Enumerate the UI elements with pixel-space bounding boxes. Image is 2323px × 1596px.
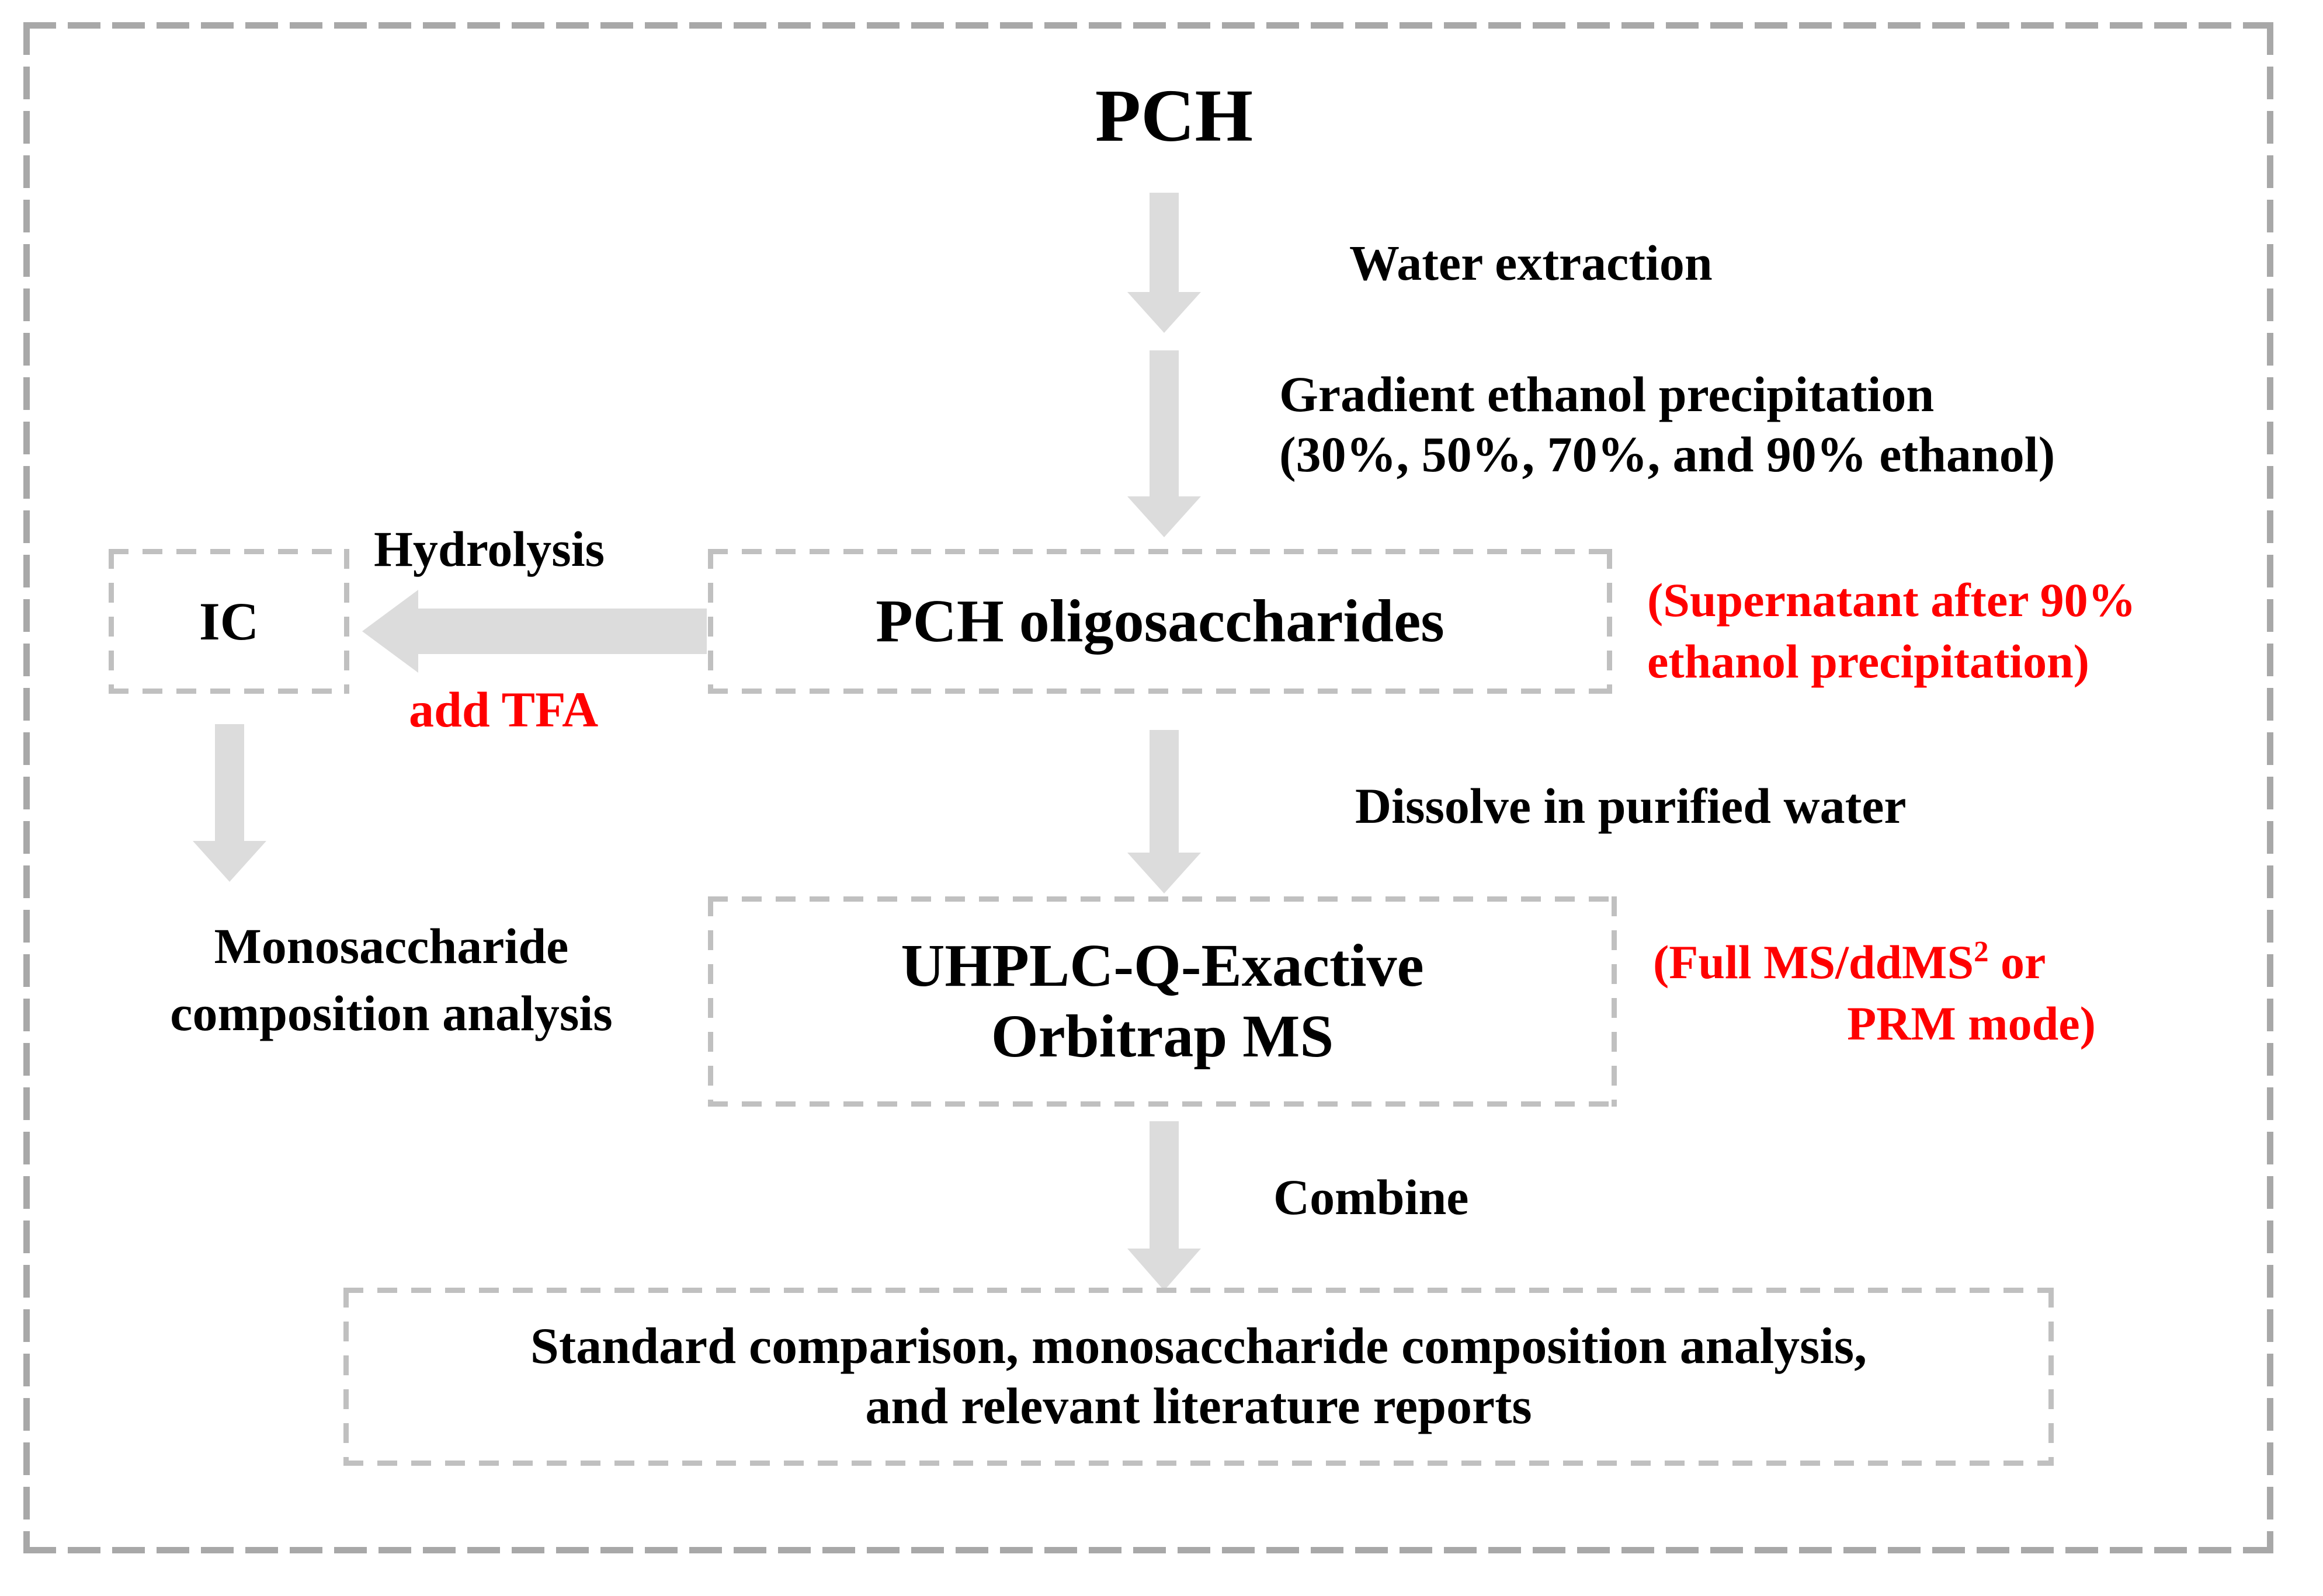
oligo-box-right-edge bbox=[1607, 549, 1612, 694]
instrument-box-right-edge bbox=[1612, 896, 1617, 1107]
instrument-box-bottom-edge bbox=[708, 1101, 1617, 1107]
edge-label-combine: Combine bbox=[1273, 1169, 1469, 1225]
edge-label-dissolve: Dissolve in purified water bbox=[1355, 778, 1907, 834]
conclusion-box-left-edge bbox=[343, 1288, 349, 1466]
conclusion-box-bottom-edge bbox=[343, 1461, 2054, 1466]
node-instrument-label-line1: UHPLC-Q-Exactive bbox=[901, 932, 1424, 1000]
oligo-box-bottom-edge bbox=[708, 689, 1612, 694]
outer-frame-left-edge bbox=[23, 22, 30, 1553]
ic-box-top-edge bbox=[109, 549, 349, 554]
outer-dashed-frame bbox=[23, 22, 2273, 1553]
ic-box-right-edge bbox=[344, 549, 349, 694]
node-conclusion-label-line1: Standard comparison, monosaccharide comp… bbox=[530, 1318, 1867, 1375]
ic-box-bottom-edge bbox=[109, 689, 349, 694]
edge-label-gradient-precipitation-line2: (30%, 50%, 70%, and 90% ethanol) bbox=[1279, 426, 2055, 482]
annotation-supernatant-line2: ethanol precipitation) bbox=[1647, 635, 2089, 688]
oligo-box-top-edge bbox=[708, 549, 1612, 554]
arrow-ic-to-monosaccharide bbox=[193, 724, 266, 882]
node-root-label: PCH bbox=[1095, 74, 1253, 157]
oligo-box-left-edge bbox=[708, 549, 713, 694]
node-monosaccharide-label-line2: composition analysis bbox=[170, 985, 613, 1041]
node-ic-label: IC bbox=[199, 591, 259, 651]
outer-frame-right-edge bbox=[2267, 22, 2273, 1553]
annotation-ms-mode-line1-pre: (Full MS/ddMS bbox=[1653, 936, 1974, 989]
conclusion-box-right-edge bbox=[2048, 1288, 2054, 1466]
node-instrument-box[interactable]: UHPLC-Q-Exactive Orbitrap MS bbox=[708, 896, 1617, 1107]
instrument-box-top-edge bbox=[708, 896, 1617, 902]
node-conclusion-box[interactable]: Standard comparison, monosaccharide comp… bbox=[343, 1288, 2054, 1466]
arrow-dissolve-in-water bbox=[1127, 730, 1201, 893]
node-instrument-label-line2: Orbitrap MS bbox=[991, 1003, 1334, 1070]
arrow-combine bbox=[1127, 1121, 1201, 1291]
annotation-ms-mode-superscript: 2 bbox=[1974, 935, 1989, 968]
annotation-ms-mode-line2: PRM mode) bbox=[1847, 997, 2096, 1050]
node-oligosaccharides-box[interactable]: PCH oligosaccharides bbox=[708, 549, 1612, 694]
outer-frame-top-edge bbox=[23, 22, 2273, 29]
edge-label-hydrolysis: Hydrolysis bbox=[374, 521, 605, 577]
outer-frame-bottom-edge bbox=[23, 1547, 2273, 1553]
annotation-supernatant-line1: (Supernatant after 90% bbox=[1647, 573, 2136, 627]
arrow-gradient-ethanol-precipitation bbox=[1127, 350, 1201, 537]
edge-label-water-extraction: Water extraction bbox=[1349, 235, 1713, 291]
ic-box-left-edge bbox=[109, 549, 114, 694]
edge-label-add-tfa: add TFA bbox=[409, 681, 599, 738]
annotation-ms-mode-line1-post: or bbox=[1988, 936, 2046, 989]
conclusion-box-top-edge bbox=[343, 1288, 2054, 1293]
arrow-hydrolysis bbox=[362, 590, 707, 673]
instrument-box-left-edge bbox=[708, 896, 713, 1107]
edge-label-gradient-precipitation-line1: Gradient ethanol precipitation bbox=[1279, 366, 1935, 422]
node-monosaccharide-label-line1: Monosaccharide bbox=[214, 918, 569, 974]
node-oligosaccharides-label: PCH oligosaccharides bbox=[876, 587, 1445, 655]
arrow-water-extraction bbox=[1127, 193, 1201, 333]
node-ic-box[interactable]: IC bbox=[109, 549, 349, 694]
node-conclusion-label-line2: and relevant literature reports bbox=[865, 1378, 1532, 1435]
annotation-ms-mode-line1: (Full MS/ddMS2 or bbox=[1653, 934, 2290, 991]
